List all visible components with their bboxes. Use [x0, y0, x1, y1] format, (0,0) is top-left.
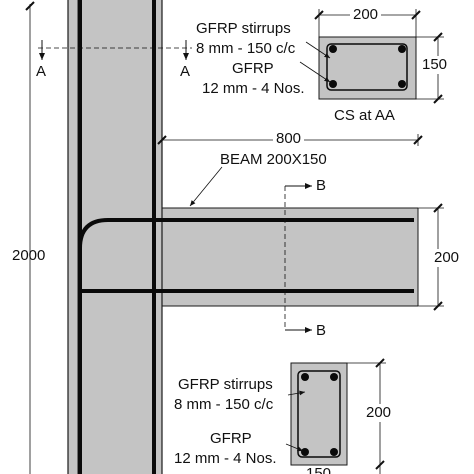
column-height-label: 2000 [12, 247, 46, 264]
section-aa-depth-tick-bottom [433, 94, 443, 104]
section-aa-bar-br [398, 80, 406, 88]
section-bb-depth-tick-bottom [375, 460, 385, 470]
beam-top-rebar [78, 218, 414, 249]
section-aa-width-tick-right [411, 10, 421, 20]
beam-depth-tick-top [433, 203, 443, 213]
section-bb-bar-tl [301, 373, 309, 381]
section-bb-depth-label: 200 [366, 404, 392, 422]
beam-depth-tick-bottom [433, 301, 443, 311]
section-aa-width-label: 200 [350, 7, 382, 23]
section-aa-bar-tr [398, 45, 406, 53]
section-aa-caption: CS at AA [334, 107, 395, 124]
section-aa-stirrups-line1: GFRP stirrups [196, 20, 291, 37]
section-bb-mark-top: B [316, 177, 327, 194]
section-bb-stirrup [297, 370, 341, 458]
section-bb-bar-tr [330, 373, 338, 381]
section-aa-stirrup [326, 43, 408, 91]
section-bb-stirrups-line2: 8 mm - 150 c/c [174, 396, 274, 413]
section-aa-bar-leader [299, 61, 331, 83]
section-bb-stirrups-line1: GFRP stirrups [178, 376, 273, 393]
section-aa-bars-line1: GFRP [232, 60, 274, 77]
section-aa-bars-line2: 12 mm - 4 Nos. [202, 80, 305, 97]
beam-length-tick-right [413, 135, 423, 145]
beam-length-label: 800 [273, 131, 305, 147]
section-bb-bar-leader [285, 443, 304, 452]
beam-label: BEAM 200X150 [220, 151, 327, 168]
section-aa-depth-tick-top [433, 32, 443, 42]
section-aa-depth-label: 150 [422, 56, 448, 74]
column-height-dim-tick [25, 1, 35, 11]
beam-label-leader [189, 166, 223, 207]
section-bb-bar-br [330, 448, 338, 456]
beam-depth-label: 200 [434, 249, 460, 267]
section-aa-width-tick-left [314, 10, 324, 20]
section-aa-stirrups-line2: 8 mm - 150 c/c [196, 40, 296, 57]
section-bb-stirrup-leader [287, 390, 306, 396]
section-aa-bar-bl [329, 80, 337, 88]
section-bb-mark-bottom: B [316, 322, 327, 339]
section-aa-mark-right: A [180, 63, 191, 80]
section-aa-mark-left: A [36, 63, 47, 80]
section-bb-width-label: 150 [306, 465, 332, 474]
section-bb-bars-line2: 12 mm - 4 Nos. [174, 450, 277, 467]
section-bb-bars-line1: GFRP [210, 430, 252, 447]
section-aa-bar-tl [329, 45, 337, 53]
section-aa-stirrup-leader [305, 41, 331, 59]
section-bb-depth-tick-top [375, 358, 385, 368]
beam-length-tick-left [157, 135, 167, 145]
section-bb-bar-bl [301, 448, 309, 456]
